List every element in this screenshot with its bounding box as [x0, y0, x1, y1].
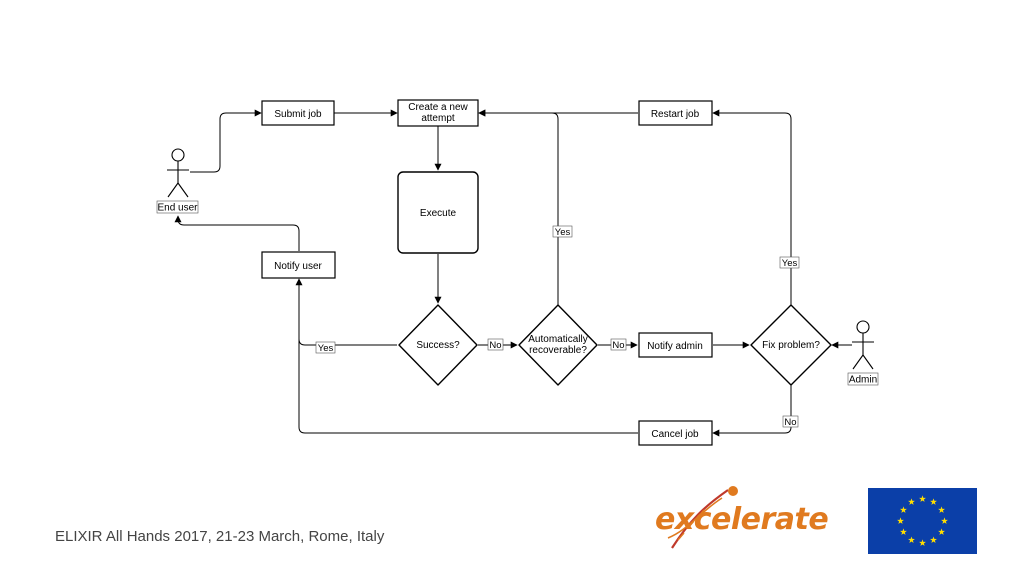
node-submit-job: Submit job: [261, 100, 335, 126]
eu-star-icon: [930, 498, 937, 505]
recoverable-yes-text: Yes: [555, 227, 571, 238]
edge-label-recoverable-no: No: [610, 338, 627, 351]
node-execute: Execute: [397, 171, 479, 254]
end-user-label: End user: [157, 203, 198, 214]
node-create-attempt: Create a new attempt: [397, 99, 479, 127]
eu-star-icon: [908, 536, 915, 543]
edge-enduser-submit: [190, 109, 262, 173]
edge-label-success-yes: Yes: [315, 341, 336, 354]
notify-user-label: Notify user: [274, 261, 322, 272]
fix-no-text: No: [784, 417, 796, 428]
execute-label: Execute: [420, 208, 457, 219]
node-success: Success?: [398, 304, 478, 386]
excelerate-logo: excelerate: [655, 486, 829, 549]
orange-dot-icon: [728, 486, 738, 496]
eu-star-icon: [941, 517, 948, 524]
edge-recoverable-create: [478, 109, 559, 305]
edge-success-notifyuser: [298, 279, 397, 346]
edge-fix-restart: [712, 109, 792, 305]
edge-label-fix-yes: Yes: [779, 256, 800, 269]
auto-recoverable-label-line1: Automatically: [528, 334, 587, 345]
eu-star-icon: [919, 495, 926, 502]
footer-event-text: ELIXIR All Hands 2017, 21-23 March, Rome…: [55, 528, 385, 545]
excelerate-wordmark: excelerate: [655, 502, 828, 537]
eu-star-icon: [908, 498, 915, 505]
notify-admin-label: Notify admin: [647, 341, 703, 352]
restart-job-label: Restart job: [651, 109, 700, 120]
edge-label-recoverable-yes: Yes: [552, 225, 573, 238]
eu-star-icon: [900, 506, 907, 513]
node-fix-problem: Fix problem?: [750, 304, 832, 386]
success-label: Success?: [416, 340, 460, 351]
eu-flag: [868, 488, 977, 554]
edge-notifyuser-enduser: [174, 215, 300, 251]
edge-label-fix-no: No: [782, 415, 799, 428]
fix-yes-text: Yes: [782, 258, 798, 269]
auto-recoverable-label-line2: recoverable?: [529, 345, 587, 356]
eu-star-icon: [919, 539, 926, 546]
eu-star-icon: [930, 536, 937, 543]
node-cancel-job: Cancel job: [638, 420, 713, 446]
create-attempt-label-line1: Create a new: [408, 102, 468, 113]
cancel-job-label: Cancel job: [651, 429, 699, 440]
edge-fix-cancel: [712, 385, 792, 437]
node-restart-job: Restart job: [638, 100, 713, 126]
success-no-text: No: [489, 340, 501, 351]
recoverable-no-text: No: [612, 340, 624, 351]
admin-person-icon: [852, 320, 874, 370]
eu-star-icon: [938, 528, 945, 535]
submit-job-label: Submit job: [274, 109, 322, 120]
eu-star-icon: [938, 506, 945, 513]
eu-stars-icon: [897, 495, 948, 546]
admin-label: Admin: [849, 375, 877, 386]
create-attempt-label-line2: attempt: [421, 113, 455, 124]
actor-admin: Admin: [847, 320, 879, 386]
eu-star-icon: [897, 517, 904, 524]
edge-label-success-no: No: [487, 338, 504, 351]
edge-cancel-notifyuser: [295, 278, 638, 434]
end-user-person-icon: [167, 148, 189, 198]
actor-end-user: End user: [156, 148, 199, 214]
eu-star-icon: [900, 528, 907, 535]
node-notify-user: Notify user: [261, 251, 336, 279]
fix-problem-label: Fix problem?: [762, 340, 820, 351]
helix-icon: [667, 489, 729, 549]
node-notify-admin: Notify admin: [638, 332, 713, 358]
success-yes-text: Yes: [318, 343, 334, 354]
node-auto-recoverable: Automatically recoverable?: [518, 304, 598, 386]
